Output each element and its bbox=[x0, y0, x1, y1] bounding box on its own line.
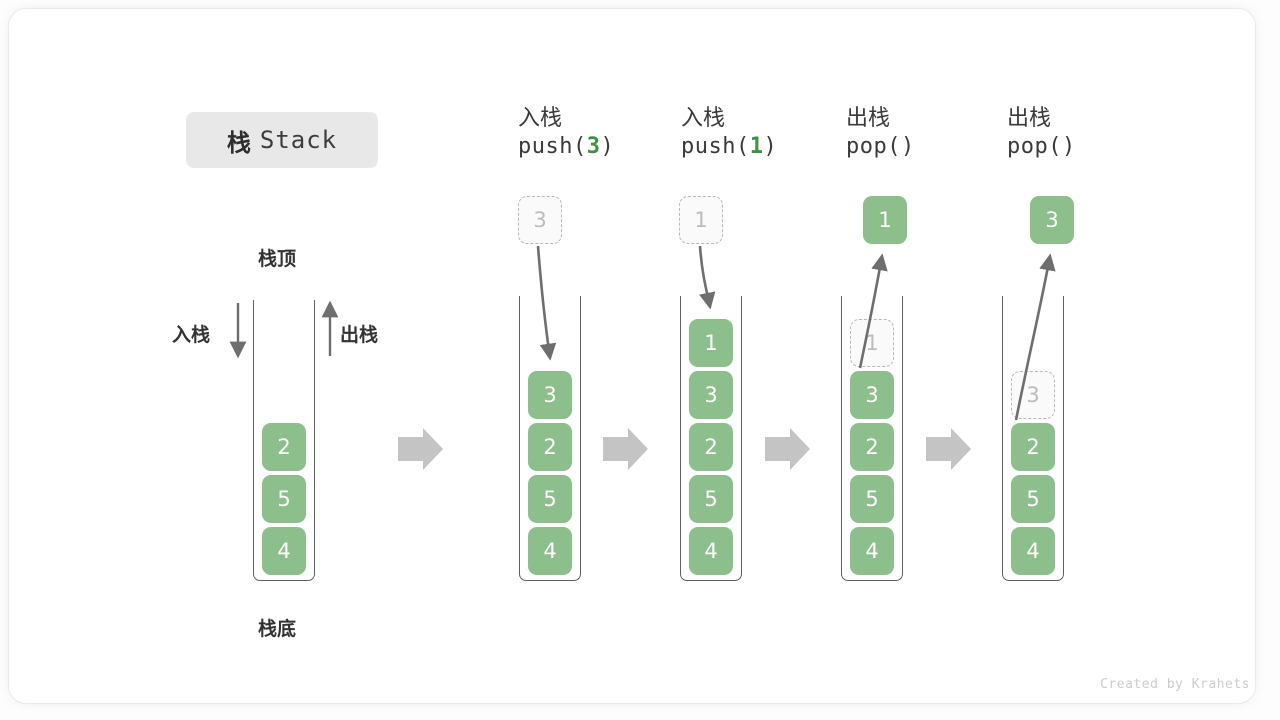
stack-item: 4 bbox=[1011, 527, 1055, 575]
stack-item: 3 bbox=[850, 371, 894, 419]
stack-item: 2 bbox=[262, 423, 306, 471]
stack-item: 3 bbox=[528, 371, 572, 419]
popped-value-box: 1 bbox=[863, 196, 907, 244]
floating-ghost-box: 1 bbox=[679, 196, 723, 244]
stack-bottom-label: 栈底 bbox=[258, 618, 297, 640]
title-english: Stack bbox=[259, 126, 338, 154]
operation-code: push(3) bbox=[518, 134, 615, 159]
stack-item: 2 bbox=[1011, 423, 1055, 471]
stack-tube-before-pop-3 bbox=[1002, 296, 1064, 581]
title-badge: 栈 Stack bbox=[186, 112, 378, 168]
title-chinese: 栈 bbox=[226, 128, 251, 157]
operation-name: 出栈 bbox=[1007, 106, 1052, 131]
operation-caption-push-3: 入栈 push(3) bbox=[518, 106, 614, 162]
floating-ghost-box: 3 bbox=[518, 196, 562, 244]
pop-direction-label: 出栈 bbox=[340, 324, 379, 346]
stack-item: 4 bbox=[850, 527, 894, 575]
stack-tube-after-push-1 bbox=[680, 296, 742, 581]
stack-top-label: 栈顶 bbox=[258, 248, 297, 270]
stack-tube-before-pop-1 bbox=[841, 296, 903, 581]
operation-name: 入栈 bbox=[518, 106, 563, 131]
stack-item: 3 bbox=[689, 371, 733, 419]
stack-item: 2 bbox=[689, 423, 733, 471]
operation-code: pop() bbox=[1007, 134, 1076, 159]
operation-caption-push-1: 入栈 push(1) bbox=[681, 106, 777, 162]
operation-caption-pop-3: 出栈 pop() bbox=[1007, 106, 1076, 162]
stack-item-ghost: 1 bbox=[850, 319, 894, 367]
stack-item: 4 bbox=[528, 527, 572, 575]
stack-item: 5 bbox=[262, 475, 306, 523]
stack-item-ghost: 3 bbox=[1011, 371, 1055, 419]
operation-code: pop() bbox=[846, 134, 915, 159]
stack-item: 1 bbox=[689, 319, 733, 367]
stack-tube-initial bbox=[253, 300, 315, 581]
push-direction-label: 入栈 bbox=[172, 324, 211, 346]
stack-item: 5 bbox=[528, 475, 572, 523]
stack-item: 2 bbox=[850, 423, 894, 471]
stack-item: 4 bbox=[262, 527, 306, 575]
stack-item: 5 bbox=[1011, 475, 1055, 523]
popped-value-box: 3 bbox=[1030, 196, 1074, 244]
operation-argument: 1 bbox=[749, 134, 764, 159]
stack-tube-after-push-3 bbox=[519, 296, 581, 581]
operation-caption-pop-1: 出栈 pop() bbox=[846, 106, 915, 162]
operation-name: 入栈 bbox=[681, 106, 726, 131]
stack-item: 5 bbox=[689, 475, 733, 523]
stack-item: 2 bbox=[528, 423, 572, 471]
stack-item: 5 bbox=[850, 475, 894, 523]
operation-name: 出栈 bbox=[846, 106, 891, 131]
operation-code: push(1) bbox=[681, 134, 778, 159]
credit-text: Created by Krahets bbox=[1100, 677, 1250, 692]
operation-argument: 3 bbox=[586, 134, 601, 159]
stack-item: 4 bbox=[689, 527, 733, 575]
